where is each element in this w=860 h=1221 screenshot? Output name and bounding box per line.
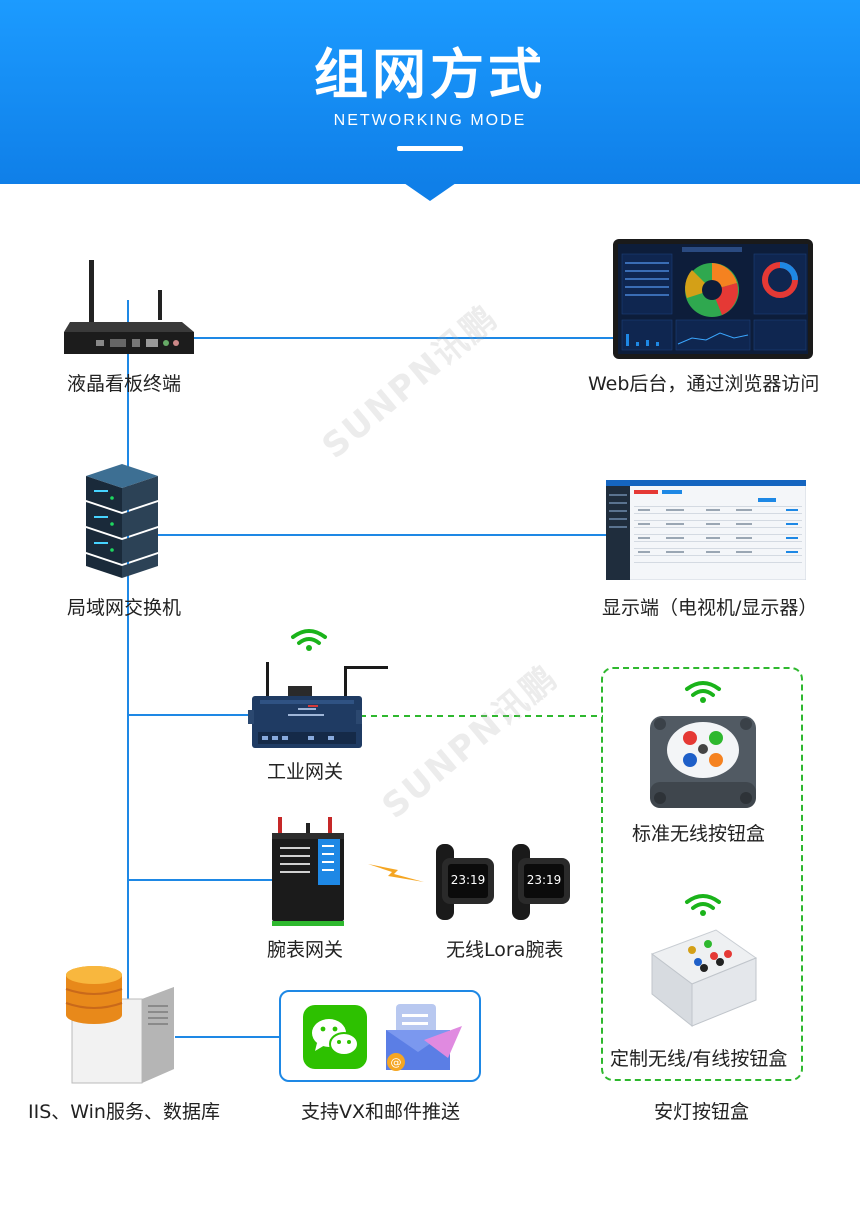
industrial-gateway-label: 工业网关 <box>267 761 344 783</box>
title-underline <box>397 146 463 151</box>
watch-time: 23:19 <box>527 873 562 887</box>
lora-watch-device: 23:19 23:19 <box>436 844 570 920</box>
watch-time: 23:19 <box>451 873 486 887</box>
standard-button-box-label: 标准无线按钮盒 <box>632 823 766 845</box>
server-database-device <box>65 966 174 1084</box>
push-label: 支持VX和邮件推送 <box>301 1101 461 1123</box>
server-label: IIS、Win服务、数据库 <box>28 1101 220 1123</box>
page-title: 组网方式 <box>314 43 546 106</box>
lan-switch-label: 局域网交换机 <box>67 597 182 619</box>
wifi-icon <box>685 681 721 703</box>
svg-text:@: @ <box>391 1056 402 1069</box>
andon-box-label: 安灯按钮盒 <box>654 1101 750 1123</box>
watch-gateway-device <box>272 817 344 926</box>
web-dashboard-screen <box>613 239 813 359</box>
wifi-icon <box>291 629 327 651</box>
push-support-box <box>279 990 481 1082</box>
header-banner <box>0 0 860 184</box>
display-label: 显示端（电视机/显示器） <box>602 597 818 619</box>
wifi-icon <box>685 894 721 916</box>
watch-gateway-label: 腕表网关 <box>267 939 344 961</box>
andon-group-box <box>601 667 803 1081</box>
email-icon: @ <box>386 1004 462 1071</box>
industrial-gateway-device <box>248 662 388 748</box>
web-backend-label: Web后台，通过浏览器访问 <box>588 373 820 395</box>
lightning-icon <box>368 864 424 882</box>
custom-button-box-device <box>650 929 758 1028</box>
lcd-terminal-device <box>64 260 194 354</box>
display-screen <box>606 480 806 580</box>
wechat-icon <box>303 1005 367 1069</box>
header-notch <box>404 183 456 201</box>
lora-watch-label: 无线Lora腕表 <box>446 939 564 961</box>
standard-button-box-device <box>650 716 756 808</box>
lcd-terminal-label: 液晶看板终端 <box>67 373 182 395</box>
page-subtitle: NETWORKING MODE <box>333 112 527 129</box>
custom-button-box-label: 定制无线/有线按钮盒 <box>610 1048 788 1070</box>
lan-switch-device <box>86 464 158 578</box>
